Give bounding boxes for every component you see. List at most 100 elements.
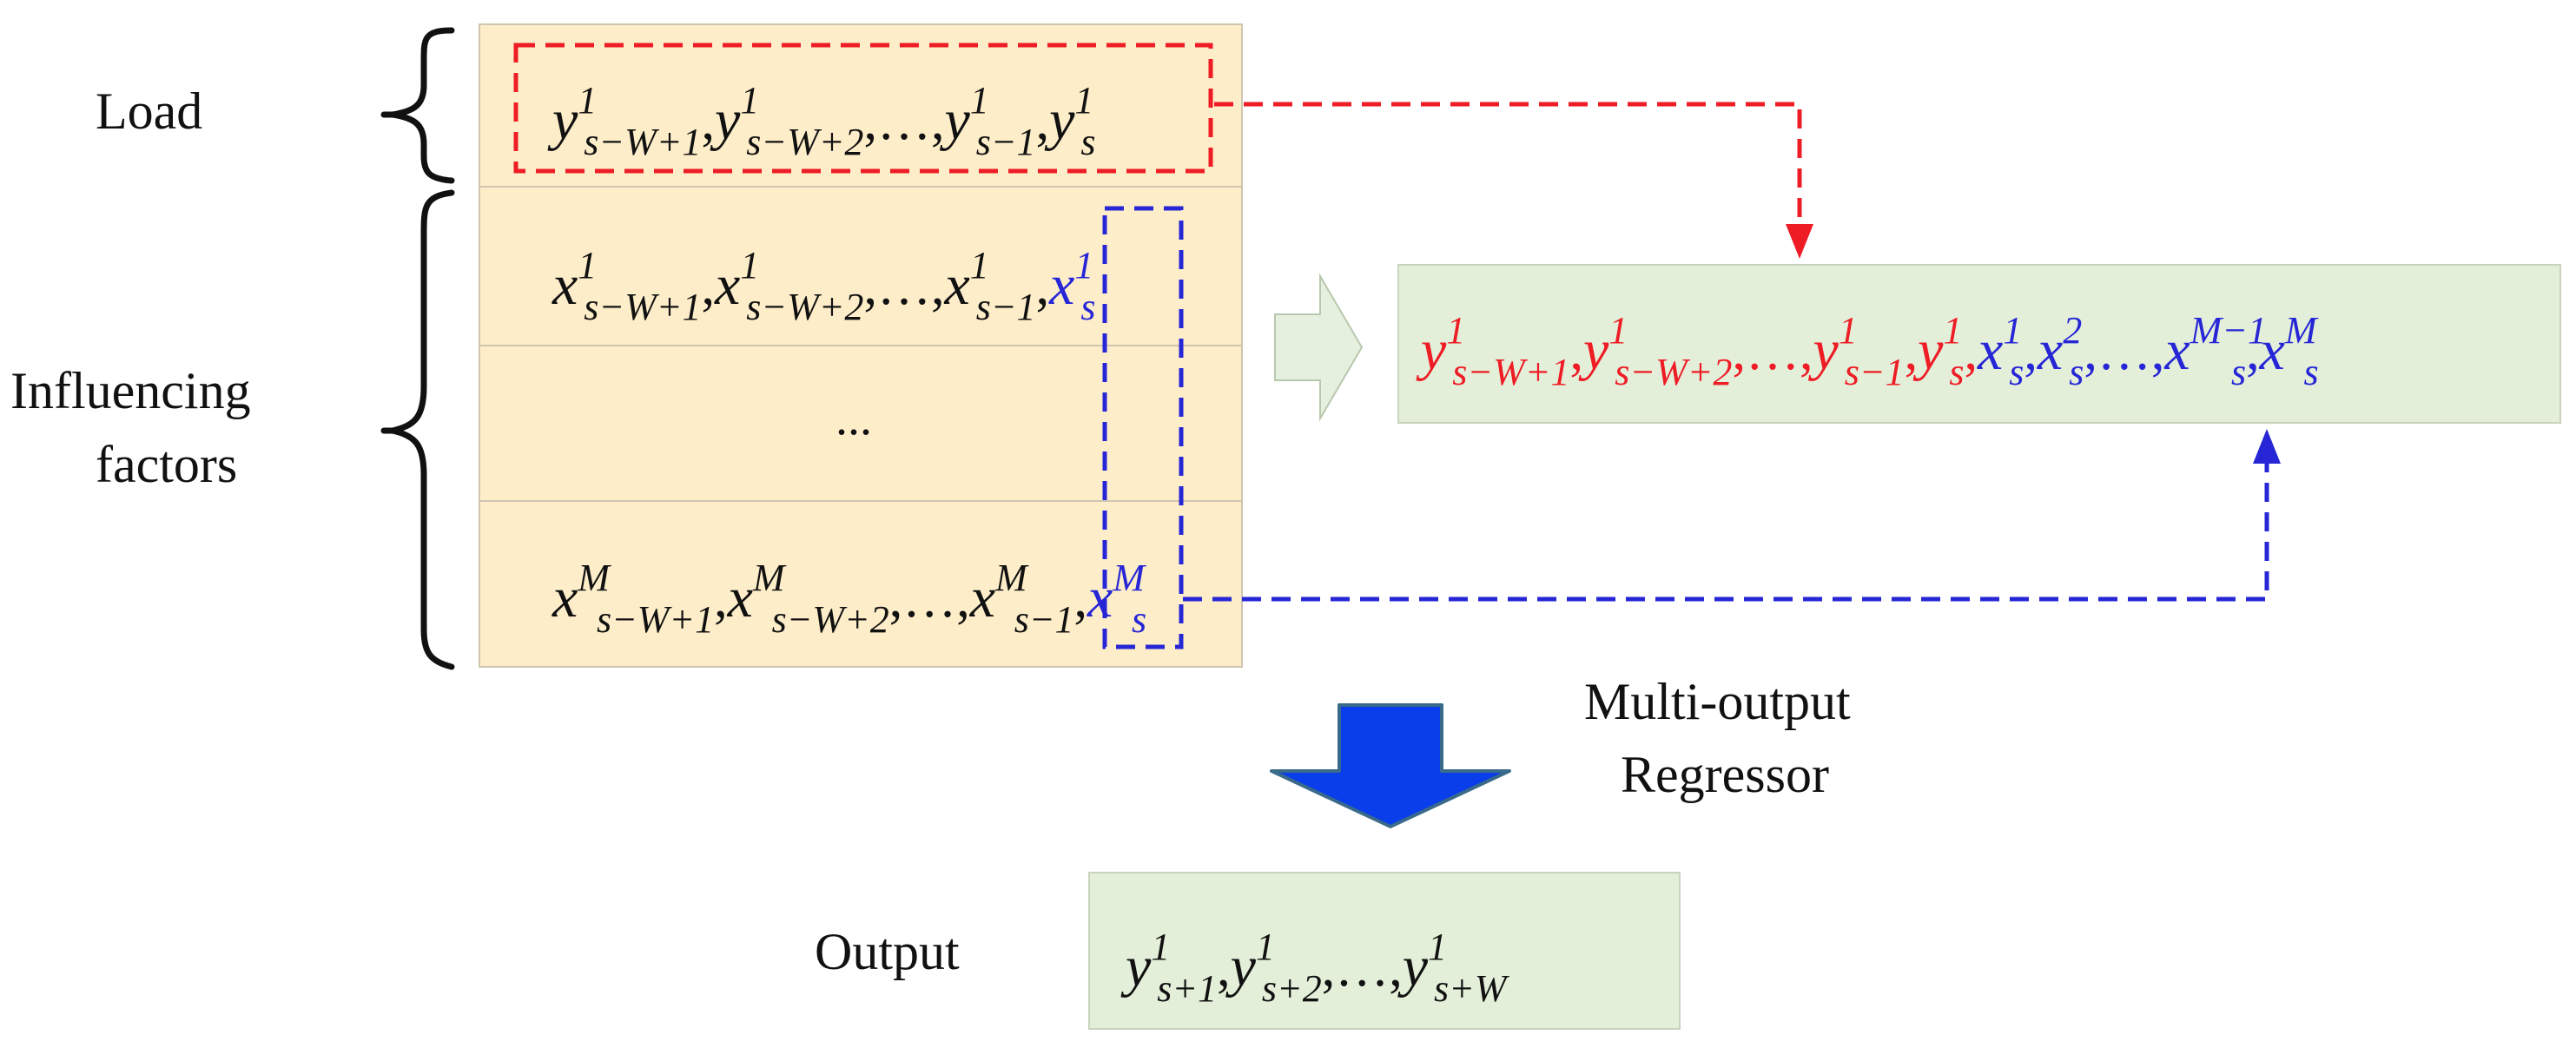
formula-term-base: x: [552, 566, 578, 629]
formula-separator: ,…,: [863, 257, 944, 316]
formula-term-base: y: [1807, 319, 1839, 382]
formula-term-superscript: M: [2284, 309, 2319, 352]
formula-term-subscript: s−1: [1845, 351, 1905, 393]
chevron-right-icon: [1274, 273, 1364, 422]
formula-term-base: x: [2163, 319, 2190, 382]
formula-separator: ,…,: [889, 570, 970, 629]
formula-separator: ,: [1905, 322, 1919, 381]
formula-term-subscript: s−W+2: [746, 286, 863, 328]
formula-term-base: y: [547, 89, 578, 152]
factor-rows-ellipsis: ...: [836, 392, 872, 445]
formula-term-subscript: s−W+1: [1452, 351, 1569, 393]
regressor-label-line2: Regressor: [1621, 746, 1829, 803]
formula-term-subscript: s−W+1: [584, 121, 701, 163]
formula-term-superscript: 1: [1839, 309, 1858, 352]
formula-term-subscript: s−1: [1014, 598, 1074, 641]
formula-separator: ,…,: [2084, 322, 2164, 381]
formula-term-superscript: 1: [1428, 926, 1447, 968]
formula-term-base: y: [1120, 935, 1152, 999]
formula-term-base: x: [1977, 319, 2003, 382]
formula-term-superscript: 1: [578, 79, 597, 122]
factor-current-dashed-box: [1102, 206, 1184, 649]
formula-term-superscript: 1: [1608, 309, 1628, 352]
formula-separator: ,: [1217, 939, 1231, 998]
formula-term-base: y: [939, 89, 970, 152]
formula-term-base: x: [1048, 254, 1074, 317]
formula-term-base: x: [1087, 566, 1113, 629]
formula-term-superscript: 1: [2003, 309, 2022, 352]
arrowhead-down-icon: [1786, 224, 1813, 259]
formula-term-superscript: 1: [970, 244, 989, 287]
load-dashed-box: [513, 43, 1213, 174]
formula-term-base: x: [943, 254, 969, 317]
load-label: Load: [96, 82, 202, 140]
formula-term-superscript: 1: [1256, 926, 1275, 968]
formula-term-base: x: [552, 254, 578, 317]
formula-separator: ,: [2024, 322, 2038, 381]
formula-term-subscript: s: [1132, 598, 1146, 641]
combined-feature-box: [1397, 264, 2561, 424]
formula-term-subscript: s: [1949, 351, 1964, 393]
output-label: Output: [815, 923, 960, 980]
formula-term-base: y: [1225, 935, 1257, 999]
formula-separator: ,: [714, 570, 728, 629]
formula-term-superscript: 1: [1943, 309, 1962, 352]
input-panel: [479, 23, 1243, 668]
formula-term-superscript: 2: [2063, 309, 2082, 352]
formula-term-superscript: 1: [970, 79, 989, 122]
formula-term-superscript: 1: [740, 244, 759, 287]
formula-term-base: x: [2259, 319, 2285, 382]
formula-term-subscript: s−W+1: [584, 286, 701, 328]
formula-term-base: y: [710, 89, 741, 152]
formula-separator: ,: [1074, 570, 1088, 629]
formula-term-superscript: 1: [578, 244, 597, 287]
formula-separator: ,…,: [1322, 939, 1403, 998]
formula-term-superscript: M: [752, 557, 787, 599]
formula-term-superscript: 1: [740, 79, 759, 122]
influencing-brace: [380, 189, 455, 670]
formula-term-superscript: M: [577, 557, 611, 599]
influencing-factors-label-line1: Influencing: [10, 362, 251, 419]
formula-term-subscript: s+2: [1262, 967, 1322, 1010]
formula-separator: ,: [701, 92, 715, 151]
formula-separator: ,: [1036, 92, 1050, 151]
influencing-factors-label-line2: factors: [96, 436, 237, 493]
formula-term-superscript: M−1: [2190, 309, 2267, 352]
formula-term-base: x: [2037, 319, 2063, 382]
formula-separator: ,…,: [863, 92, 944, 151]
formula-term-base: x: [727, 566, 753, 629]
formula-term-subscript: s−W+2: [1615, 351, 1732, 393]
formula-term-superscript: 1: [1074, 244, 1093, 287]
formula-term-subscript: s: [2304, 351, 2319, 393]
arrowhead-up-icon: [2253, 429, 2281, 464]
formula-term-subscript: s−W+1: [597, 598, 714, 641]
load-brace: [380, 27, 455, 184]
formula-separator: ,: [1964, 322, 1978, 381]
formula-term-subscript: s: [2009, 351, 2024, 393]
formula-term-superscript: M: [994, 557, 1029, 599]
formula-term-subscript: s+1: [1157, 967, 1217, 1010]
formula-term-superscript: 1: [1446, 309, 1465, 352]
formula-separator: ,: [2246, 322, 2260, 381]
formula-term-base: x: [969, 566, 995, 629]
formula-term-subscript: s−W+2: [772, 598, 889, 641]
formula-term-superscript: M: [1112, 557, 1146, 599]
formula-term-subscript: s−1: [976, 121, 1036, 163]
formula-separator: ,: [701, 257, 715, 316]
formula-term-base: y: [1578, 319, 1609, 382]
formula-term-base: x: [714, 254, 740, 317]
formula-term-base: y: [1416, 319, 1447, 382]
formula-term-subscript: s: [1080, 286, 1095, 328]
formula-term-subscript: s: [2231, 351, 2246, 393]
formula-term-subscript: s+W: [1434, 967, 1509, 1010]
formula-term-subscript: s−W+2: [746, 121, 863, 163]
load-to-combined-arrow: [1214, 102, 1813, 259]
output-box: [1088, 872, 1681, 1030]
regressor-label-line1: Multi-output: [1584, 673, 1851, 730]
formula-term-superscript: 1: [1151, 926, 1170, 968]
